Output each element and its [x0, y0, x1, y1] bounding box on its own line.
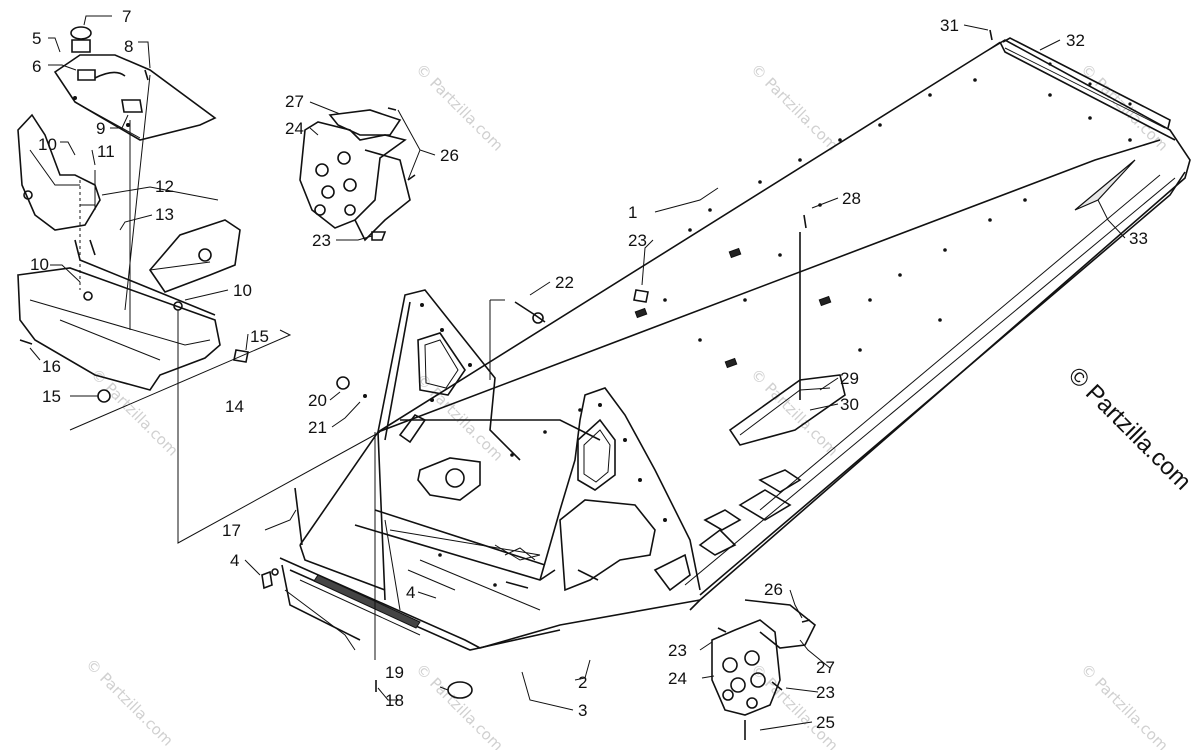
callout-32: 32: [1066, 31, 1085, 50]
callout-10: 10: [38, 135, 57, 154]
callout-25: 25: [816, 713, 835, 732]
callout-12: 12: [155, 177, 174, 196]
callout-21: 21: [308, 418, 327, 437]
callout-23: 23: [312, 231, 331, 250]
upper-side-panel: [299, 107, 416, 242]
callout-3: 3: [578, 701, 587, 720]
lower-left-mount: [17, 180, 292, 431]
callout-4: 4: [230, 551, 239, 570]
callout-15: 15: [42, 387, 61, 406]
callout-4: 4: [406, 583, 415, 602]
watermark-layer: © Partzilla.com © Partzilla.com © Partzi…: [82, 60, 1172, 750]
callout-13: 13: [155, 205, 174, 224]
callout-24: 24: [285, 119, 304, 138]
watermark: © Partzilla.com: [1077, 660, 1172, 750]
callout-2: 2: [578, 673, 587, 692]
callout-23: 23: [816, 683, 835, 702]
callout-26: 26: [440, 146, 459, 165]
callout-15: 15: [250, 327, 269, 346]
watermark: © Partzilla.com: [82, 655, 177, 750]
callout-27: 27: [285, 92, 304, 111]
callout-23: 23: [628, 231, 647, 250]
callout-17: 17: [222, 521, 241, 540]
gas-shock-cover: [53, 26, 217, 141]
callout-22: 22: [555, 273, 574, 292]
callout-1: 1: [628, 203, 637, 222]
watermark: © Partzilla.com: [412, 370, 507, 465]
callout-29: 29: [840, 369, 859, 388]
callout-26: 26: [764, 580, 783, 599]
watermark: © Partzilla.com: [747, 365, 842, 460]
watermark: © Partzilla.com: [412, 660, 507, 750]
tunnel-holes: [438, 78, 1132, 587]
callout-10: 10: [30, 255, 49, 274]
watermark: © Partzilla.com: [412, 60, 507, 155]
chassis-frame: [279, 39, 1191, 651]
callout-16: 16: [42, 357, 61, 376]
callout-10: 10: [233, 281, 252, 300]
watermark: © Partzilla.com: [747, 60, 842, 155]
callout-33: 33: [1129, 229, 1148, 248]
callout-8: 8: [124, 37, 133, 56]
callout-9: 9: [96, 119, 105, 138]
callout-19: 19: [385, 663, 404, 682]
rear-extrusion: [1002, 37, 1171, 129]
callout-24: 24: [668, 669, 687, 688]
callout-6: 6: [32, 57, 41, 76]
callout-7: 7: [122, 7, 131, 26]
lower-side-panel: [711, 599, 817, 740]
callout-14: 14: [225, 397, 244, 416]
callout-28: 28: [842, 189, 861, 208]
callout-30: 30: [840, 395, 859, 414]
callout-18: 18: [385, 691, 404, 710]
callout-27: 27: [816, 658, 835, 677]
front-hardware: [261, 29, 993, 699]
pin-assembly: [514, 301, 546, 324]
callout-31: 31: [940, 16, 959, 35]
assembly-lines: [80, 74, 505, 660]
callout-layer: 7 5 8 6 9 10 11 12 13 10 10 15 16 15 14 …: [30, 7, 1148, 732]
tunnel-slots: [634, 247, 832, 369]
watermark: © Partzilla.com: [87, 365, 182, 460]
callout-20: 20: [308, 391, 327, 410]
callout-11: 11: [97, 142, 115, 161]
callout-5: 5: [32, 29, 41, 48]
leader-lines: [29, 15, 1126, 731]
upper-brackets: [17, 113, 241, 293]
callout-23: 23: [668, 641, 687, 660]
